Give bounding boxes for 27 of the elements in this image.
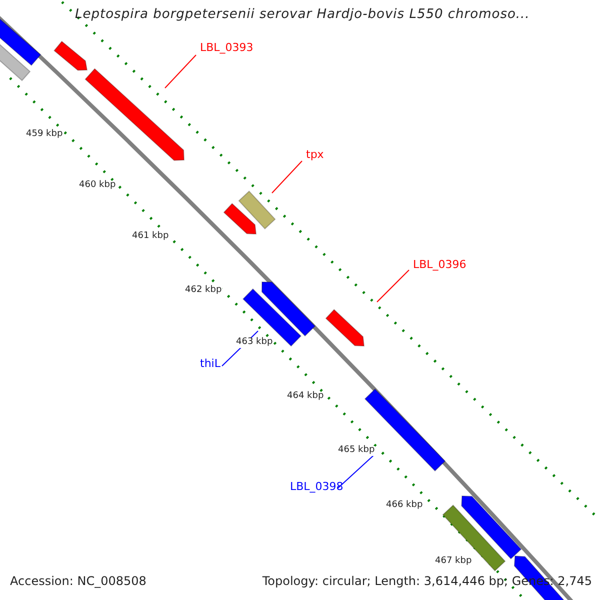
gene-block <box>84 68 185 161</box>
scale-label: 467 kbp <box>435 557 472 567</box>
footer-text: Accession: NC_008508 <box>10 575 146 588</box>
footer-text: Topology: circular; Length: 3,614,446 bp; Genes: 2,745 <box>262 575 592 588</box>
scale-label: 462 kbp <box>185 286 222 296</box>
scale-label: 465 kbp <box>338 446 375 456</box>
leader-line <box>164 54 196 88</box>
gene-label: LBL_0393 <box>200 42 254 54</box>
leader-line <box>272 160 302 194</box>
scale-label: 459 kbp <box>26 130 63 140</box>
gene-block <box>54 40 88 71</box>
gene-block <box>223 202 257 235</box>
gene-label: thiL <box>200 358 220 370</box>
gene-label: tpx <box>306 149 324 162</box>
gene-label: LBL_0396 <box>413 259 466 272</box>
gene-label: LBL_0398 <box>290 481 344 494</box>
gene-block <box>238 190 276 230</box>
gene-block <box>261 282 316 337</box>
leader-line <box>338 454 374 488</box>
scale-label: 460 kbp <box>79 181 116 191</box>
gene-block <box>325 308 365 347</box>
scale-label: 461 kbp <box>132 232 169 242</box>
map-title: Leptospira borgpetersenii serovar Hardjo-bovis L550 chromoso... <box>75 8 530 22</box>
scale-label: 466 kbp <box>386 501 423 511</box>
leader-line <box>376 270 410 302</box>
scale-label: 463 kbp <box>236 338 273 348</box>
scale-label: 464 kbp <box>287 392 324 402</box>
